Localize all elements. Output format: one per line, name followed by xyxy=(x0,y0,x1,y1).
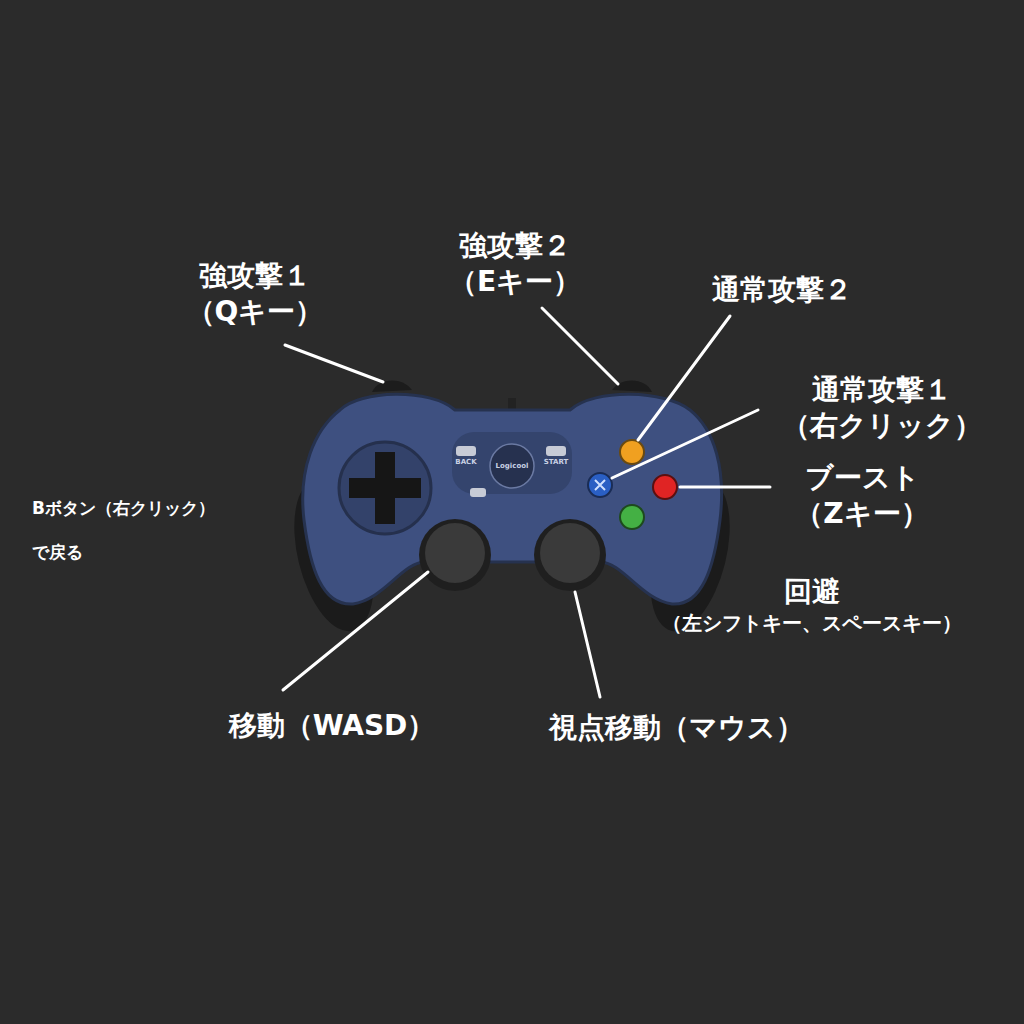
button-label: 強攻撃２ （Eキー） xyxy=(449,228,581,301)
leader-line xyxy=(285,345,383,382)
logo-text: Logicool xyxy=(496,463,529,470)
button-label: 回避 （左シフトキー、スペースキー） xyxy=(662,574,962,636)
button-label: 強攻撃１ （Qキー） xyxy=(187,258,324,331)
dpad-ring xyxy=(339,442,431,534)
button-label: ブースト （Zキー） xyxy=(795,460,928,533)
leader-line xyxy=(542,308,618,384)
button-label: 通常攻撃２ xyxy=(712,272,852,308)
leader-line xyxy=(638,316,730,440)
leader-line xyxy=(575,592,600,697)
back-button xyxy=(456,446,476,456)
text-line: 強攻撃１ xyxy=(187,258,324,294)
device-print: BACK xyxy=(455,459,476,466)
stick-base xyxy=(419,519,491,591)
note: Bボタン（右クリック） で戻る xyxy=(32,486,215,574)
face-button xyxy=(620,440,644,464)
face-button xyxy=(588,473,612,497)
text-line: 通常攻撃２ xyxy=(712,272,852,308)
text-line: 視点移動（マウス） xyxy=(549,710,804,746)
logo-badge xyxy=(490,444,534,488)
analog-stick xyxy=(425,523,485,583)
center-panel xyxy=(452,432,572,494)
stick-base xyxy=(534,519,606,591)
button-label: 通常攻撃１ （右クリック） xyxy=(782,372,982,445)
device-print: START xyxy=(544,459,569,466)
shoulder-button xyxy=(372,380,412,392)
leader-lines xyxy=(283,308,770,697)
face-button xyxy=(620,505,644,529)
start-button xyxy=(546,446,566,456)
text-line: Bボタン（右クリック） xyxy=(32,486,215,530)
leader-line xyxy=(680,486,770,489)
text-line: （右クリック） xyxy=(782,408,982,444)
face-button xyxy=(653,475,677,499)
leader-line xyxy=(283,572,428,690)
text-line: （Eキー） xyxy=(449,264,581,300)
text-line: ブースト xyxy=(795,460,928,496)
text-line: 回避 xyxy=(662,574,962,610)
text-line: 通常攻撃１ xyxy=(782,372,982,408)
text-line: 移動（WASD） xyxy=(229,708,436,744)
text-line: （Zキー） xyxy=(795,496,928,532)
analog-stick xyxy=(540,523,600,583)
x-mark xyxy=(595,480,605,490)
controller-body xyxy=(303,394,722,604)
text-line: START xyxy=(544,459,569,466)
stick-label: 移動（WASD） xyxy=(229,708,436,744)
text-line: （Qキー） xyxy=(187,294,324,330)
text-line: 強攻撃２ xyxy=(449,228,581,264)
text-line: Logicool xyxy=(496,463,529,470)
dpad xyxy=(349,452,421,524)
stick-label: 視点移動（マウス） xyxy=(549,710,804,746)
text-line: （左シフトキー、スペースキー） xyxy=(662,610,962,636)
leader-line xyxy=(612,410,758,478)
text-line: で戻る xyxy=(32,530,215,574)
mode-button xyxy=(470,488,486,497)
text-line: BACK xyxy=(455,459,476,466)
